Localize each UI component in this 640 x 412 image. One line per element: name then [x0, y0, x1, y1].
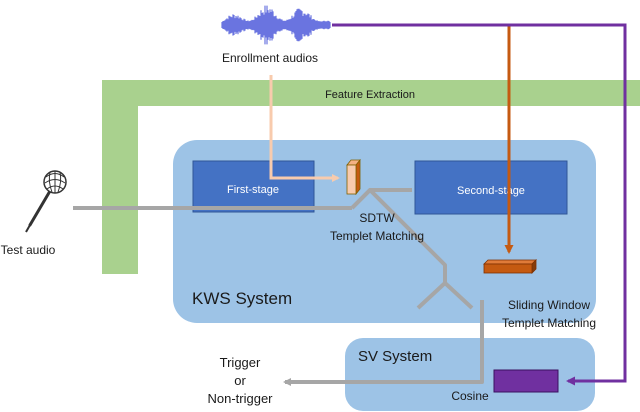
microphone-icon: [25, 170, 67, 233]
sliding-label-line2: Templet Matching: [502, 316, 596, 330]
feature-extraction-label: Feature Extraction: [325, 89, 415, 101]
cosine-label: Cosine: [451, 389, 489, 403]
sliding-window-template-bar: [483, 259, 537, 274]
trigger-label: Trigger: [220, 355, 261, 370]
audio-waveform-icon: [221, 5, 331, 45]
second-stage-box: [414, 160, 568, 215]
enrollment-line-first-stage: [269, 75, 340, 182]
sdtw-label-line2: Templet Matching: [330, 229, 424, 243]
feature-extraction-band: [102, 80, 640, 274]
sdtw-template-bar: [346, 158, 361, 196]
enrollment-line-sv: [332, 23, 627, 386]
kws-system-label: KWS System: [192, 289, 292, 308]
first-stage-label: First-stage: [227, 184, 279, 196]
sdtw-label-line1: SDTW: [359, 211, 395, 225]
second-stage-label: Second-stage: [457, 185, 525, 197]
sliding-label-line1: Sliding Window: [508, 298, 590, 312]
non-trigger-label: Non-trigger: [207, 391, 273, 406]
test-signal-path: [73, 188, 484, 384]
sv-system-box: [345, 338, 595, 411]
or-label: or: [234, 373, 246, 388]
cosine-box: [493, 369, 559, 393]
enrollment-label: Enrollment audios: [222, 51, 318, 65]
sv-system-label: SV System: [358, 348, 432, 365]
first-stage-box: [192, 160, 315, 213]
test-audio-label: Test audio: [1, 243, 56, 257]
